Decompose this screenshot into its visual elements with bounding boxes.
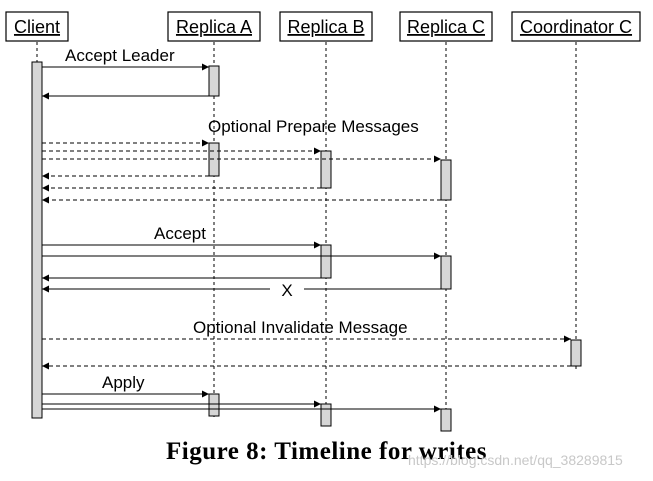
activation-replica-c-accept (440, 255, 452, 290)
figure-caption: Figure 8: Timeline for writes (166, 438, 487, 465)
participant-coordinator-c: Coordinator C (511, 11, 641, 42)
watermark: https://blog.csdn.net/qq_38289815 (408, 452, 623, 468)
svg-text:Client: Client (14, 17, 60, 37)
activation-replica-a-accept-leader (208, 65, 220, 97)
participant-client: Client (5, 11, 69, 42)
activation-replica-a-apply (208, 393, 220, 417)
label-optional-prepare: Optional Prepare Messages (208, 117, 419, 136)
activation-client (31, 61, 43, 419)
svg-text:Replica A: Replica A (176, 17, 252, 37)
activation-replica-b-apply (320, 403, 332, 427)
label-optional-invalidate: Optional Invalidate Message (193, 318, 408, 337)
activation-replica-c-prepare (440, 159, 452, 201)
participant-replica-b: Replica B (279, 11, 373, 42)
activation-replica-b-accept (320, 244, 332, 279)
label-accept: Accept (154, 224, 206, 243)
label-apply: Apply (102, 373, 145, 392)
label-accept-leader: Accept Leader (65, 46, 175, 65)
svg-text:Replica C: Replica C (407, 17, 485, 37)
activation-replica-b-prepare (320, 150, 332, 189)
svg-text:Replica B: Replica B (287, 17, 364, 37)
participant-replica-c: Replica C (399, 11, 493, 42)
activation-coordinator-c (570, 339, 582, 367)
lost-message-marker: X (281, 281, 292, 300)
svg-text:Coordinator C: Coordinator C (520, 17, 632, 37)
activation-replica-c-apply (440, 408, 452, 432)
participant-replica-a: Replica A (167, 11, 261, 42)
